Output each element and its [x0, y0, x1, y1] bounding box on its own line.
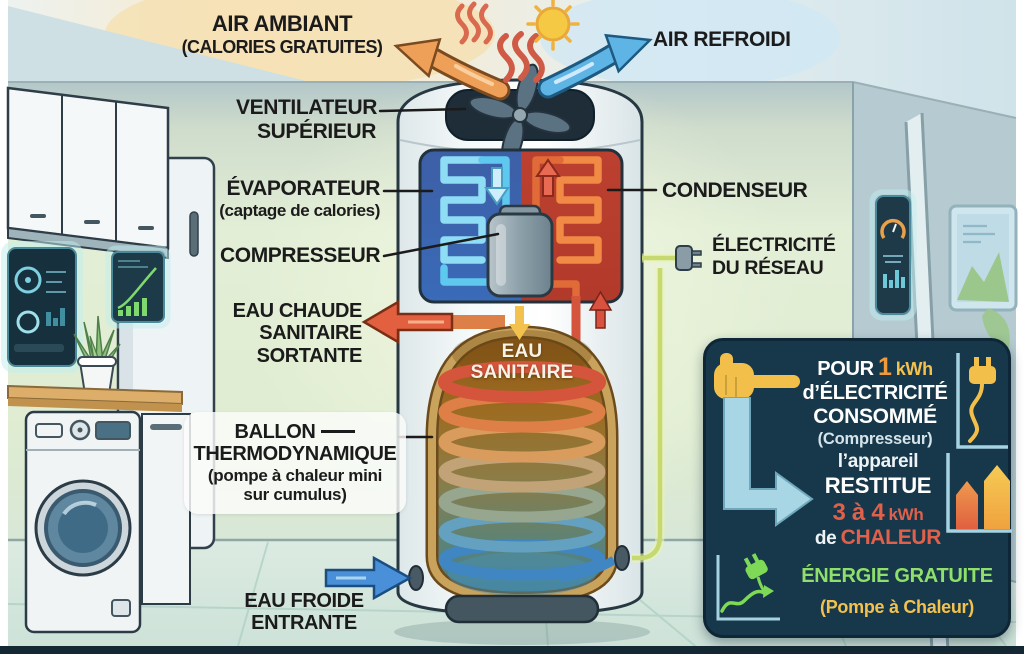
label-air-ambiant: AIR AMBIANT (CALORIES GRATUITES) — [168, 11, 396, 57]
down-arrow-icon — [484, 167, 510, 206]
plug-cord-chart-icon — [956, 353, 1008, 449]
label-ballon: BALLON THERMODYNAMIQUE (pompe à chaleur … — [184, 412, 406, 514]
picture-frame — [948, 204, 1018, 352]
refrigerant-panel — [418, 148, 624, 304]
smart-display — [1, 241, 83, 373]
tank-down-arrow-icon — [509, 306, 530, 340]
pedestal — [444, 594, 600, 624]
top-fan — [445, 63, 595, 167]
info-panel: POUR 1 kWh d’ÉLECTRICITÉ CONSOMMÉ (Compr… — [703, 338, 1012, 638]
power-plug-icon — [675, 245, 702, 271]
pointing-hand-icon — [714, 353, 800, 399]
label-evaporateur: ÉVAPORATEUR (captage de calories) — [219, 177, 380, 220]
label-condenseur: CONDENSEUR — [662, 179, 808, 202]
green-plug-growth-icon — [716, 553, 780, 621]
heat-bars-chart-icon — [946, 453, 1012, 533]
cold-coil-outlet — [559, 556, 617, 583]
tank-up-arrow-icon — [588, 290, 613, 329]
label-eau-chaude: EAU CHAUDE SANITAIRE SORTANTE — [232, 300, 363, 367]
infobox-row3-sub: (Pompe à Chaleur) — [820, 597, 974, 617]
thermostat-panel — [869, 189, 917, 321]
counter — [7, 384, 183, 412]
infobox-row3-title: ÉNERGIE GRATUITE — [801, 565, 993, 587]
cool-air-arrow-right — [537, 33, 653, 99]
label-electricite: ÉLECTRICITÉ DU RÉSEAU — [712, 234, 836, 279]
label-ventilateur: VENTILATEUR SUPÉRIEUR — [236, 96, 378, 143]
tank — [425, 325, 619, 605]
bottom-strip — [0, 646, 1024, 654]
sun-icon — [526, 0, 580, 51]
row2-chaleur-line: de CHALEUR — [814, 526, 942, 550]
heat-pump-unit — [396, 63, 644, 624]
air-ambiant-title: AIR AMBIANT — [211, 11, 353, 36]
ballon-title-line: BALLON — [188, 421, 402, 443]
row1-line1: POUR 1 kWh — [817, 353, 933, 381]
heat-waves-icon — [455, 1, 545, 83]
air-ambiant-sub: (CALORIES GRATUITES) — [181, 36, 383, 57]
label-air-refroidi: AIR REFROIDI — [653, 28, 791, 51]
label-compresseur: COMPRESSEUR — [220, 244, 381, 267]
water-coil — [438, 361, 606, 581]
power-cable — [632, 253, 676, 563]
down-right-arrow-icon — [723, 397, 814, 527]
dishwasher — [141, 413, 191, 605]
upper-cabinets — [6, 86, 170, 260]
unit-shadow — [394, 619, 650, 645]
warm-air-arrow-left — [393, 37, 511, 101]
hot-water-arrow-left — [361, 299, 454, 345]
wall-screen — [105, 245, 171, 329]
infobox-row1: POUR 1 kWh d’ÉLECTRICITÉ CONSOMMÉ (Compr… — [794, 353, 956, 449]
up-arrow-icon — [535, 158, 561, 197]
washing-machine — [24, 410, 142, 634]
label-eau-sanitaire: EAU SANITAIRE — [470, 341, 574, 384]
cold-water-arrow-right — [324, 555, 413, 601]
cold-outlet-port — [614, 545, 630, 571]
leader-dash — [321, 429, 356, 433]
infobox-row2: l’appareil RESTITUE 3 à 4 kWh de CHALEUR — [798, 451, 958, 551]
compressor — [486, 204, 554, 298]
row2-value-line: 3 à 4 kWh — [832, 498, 924, 526]
label-eau-froide: EAU FROIDE ENTRANTE — [244, 590, 364, 635]
